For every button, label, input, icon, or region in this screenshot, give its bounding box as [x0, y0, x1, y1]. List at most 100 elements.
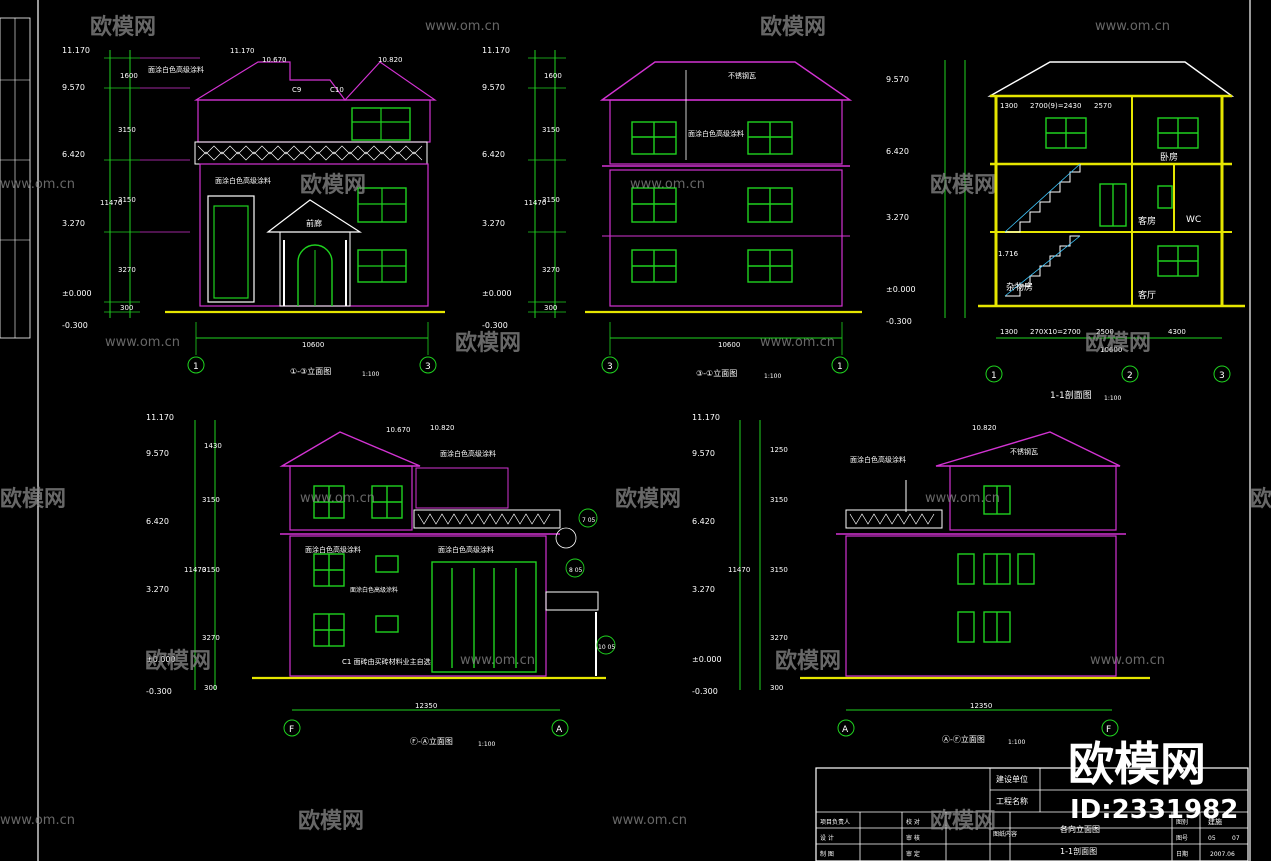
dim-label: 2570: [1094, 102, 1112, 110]
watermark-stamp: 欧模网 ID:2331982: [1068, 737, 1238, 825]
watermark-url: www.om.cn: [1090, 653, 1165, 668]
axis-label: A: [842, 725, 849, 735]
level-label: 9.570: [692, 449, 715, 458]
title-block-label: 审 定: [906, 850, 920, 858]
total-dim: 10600: [302, 341, 324, 349]
level-label: 3.270: [146, 585, 169, 594]
dim-label: 1250: [770, 446, 788, 454]
note-label: 前廊: [306, 218, 322, 228]
watermark-logo: 欧模网: [455, 330, 521, 356]
view-caption: ③-①立面图: [696, 368, 737, 378]
level-label: 9.570: [886, 75, 909, 84]
elevation-3-1-labels: 11.170 9.570 6.420 3.270 ±0.000 -0.300 1…: [482, 46, 843, 380]
title-block-label: 建设单位: [996, 774, 1028, 784]
dim-label: 1600: [544, 72, 562, 80]
axis-label: 2: [1127, 371, 1133, 381]
title-block-label: 项目负责人: [820, 818, 850, 826]
total-dim: 10600: [718, 341, 740, 349]
watermark-logo: 欧模网: [298, 808, 364, 834]
watermark-url: www.om.cn: [612, 813, 687, 828]
section-1-1: [944, 60, 1245, 383]
window-tag: C10: [330, 86, 344, 94]
level-label: 10.820: [430, 424, 455, 432]
watermark-url: www.om.cn: [460, 653, 535, 668]
watermark-logo: 欧模网: [615, 486, 681, 512]
title-block-label: 图别: [1176, 818, 1188, 826]
note-label: 面涂白色高级涂料: [438, 545, 494, 554]
view-caption: ①-③立面图: [290, 366, 331, 376]
dim-label: 11470: [728, 566, 750, 574]
dim-label: 1300: [1000, 102, 1018, 110]
dim-label: 3150: [202, 496, 220, 504]
level-label: 9.570: [482, 83, 505, 92]
title-block-label: 日期: [1176, 850, 1188, 858]
view-caption: 1-1剖面图: [1050, 389, 1092, 401]
axis-label: 1: [193, 362, 199, 372]
section-1-1-labels: 9.570 6.420 3.270 1.716 ±0.000 -0.300 13…: [886, 75, 1225, 402]
title-block-label: 设 计: [820, 834, 834, 842]
watermark-brand-large: 欧模网: [1068, 737, 1206, 791]
axis-label: 1: [837, 362, 843, 372]
watermark-url: www.om.cn: [0, 813, 75, 828]
watermark-url: www.om.cn: [425, 19, 500, 34]
axis-label: 3: [607, 362, 613, 372]
watermark-url: www.om.cn: [630, 177, 705, 192]
watermark-logo: 欧模网: [930, 808, 996, 834]
dim-label: 3150: [202, 566, 220, 574]
dim-label: 1430: [204, 442, 222, 450]
level-label: 11.170: [230, 47, 255, 55]
title-block-label: 校 对: [906, 818, 920, 826]
watermark-logo: 欧模网: [0, 486, 66, 512]
watermark-logo: 欧模网: [1085, 330, 1151, 356]
level-label: 11.170: [692, 413, 720, 422]
watermark-id: ID:2331982: [1070, 795, 1238, 825]
room-label: 客房: [1138, 215, 1156, 227]
dim-label: 3150: [542, 126, 560, 134]
title-block-label: 工程名称: [996, 796, 1028, 806]
note-label: 面涂白色高级涂料: [215, 176, 271, 185]
note-label: 面涂白色高级涂料: [305, 545, 361, 554]
level-label: 10.670: [386, 426, 411, 434]
level-label: 9.570: [62, 83, 85, 92]
dim-label: 11470: [524, 199, 546, 207]
level-label: 10.670: [262, 56, 287, 64]
level-label: -0.300: [62, 321, 88, 330]
level-label: 6.420: [692, 517, 715, 526]
watermark-logo: 欧模网: [775, 648, 841, 674]
elevation-f-a-labels: 11.170 9.570 6.420 3.270 ±0.000 -0.300 1…: [146, 413, 615, 748]
dim-label: 3270: [770, 634, 788, 642]
level-label: 11.170: [482, 46, 510, 55]
note-label: 面涂白色高级涂料: [350, 586, 398, 594]
elevation-3-1: [528, 50, 862, 374]
watermark-logo: 欧模网: [1250, 486, 1271, 512]
watermark-url: www.om.cn: [0, 177, 75, 192]
drawing-content: 各向立面图: [1060, 824, 1100, 834]
title-block-label: 图号: [1176, 835, 1188, 842]
axis-label: 3: [1219, 371, 1225, 381]
total-dim: 10600: [1100, 346, 1122, 354]
level-label: 10.820: [972, 424, 997, 432]
dim-label: 3150: [770, 496, 788, 504]
dim-label: 3270: [118, 266, 136, 274]
detail-callout: 7 05: [582, 517, 596, 524]
note-label: 不锈钢瓦: [728, 71, 756, 80]
room-label: 杂物房: [1006, 281, 1033, 293]
dim-label: 300: [770, 684, 783, 692]
dim-label: 3270: [542, 266, 560, 274]
dim-label: 1600: [120, 72, 138, 80]
dim-label: 3150: [542, 196, 560, 204]
elevation-a-f: [739, 420, 1150, 737]
room-label: 卧房: [1160, 151, 1178, 163]
watermark-url: www.om.cn: [760, 335, 835, 350]
dim-label: 2500: [1096, 328, 1114, 336]
note-label: C1 面砖由买砖材料业主自选: [342, 657, 431, 666]
dim-label: 11470: [100, 199, 122, 207]
level-label: 3.270: [482, 219, 505, 228]
axis-label: A: [556, 725, 563, 735]
level-label: ±0.000: [62, 289, 92, 298]
elevation-f-a: [194, 420, 616, 737]
dim-label: 300: [120, 304, 133, 312]
level-label: 3.270: [62, 219, 85, 228]
level-label: ±0.000: [886, 285, 916, 294]
